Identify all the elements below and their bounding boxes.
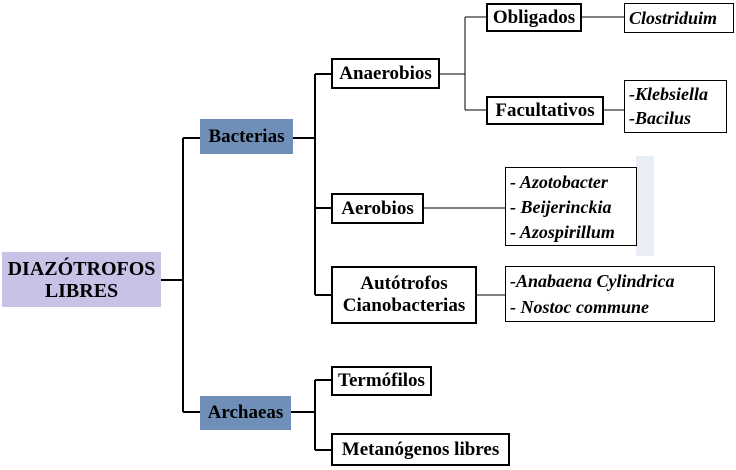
node-autotrofos-cianobacterias: Autótrofos Cianobacterias (331, 266, 477, 324)
species-prefix: - (510, 222, 516, 242)
autotrofos-line-2: Cianobacterias (342, 295, 466, 316)
node-obligados: Obligados (486, 3, 582, 32)
species-clostriduim: Clostriduim (629, 8, 718, 28)
root-node-diazotrofos-libres: DIAZÓTROFOS LIBRES (2, 252, 161, 307)
metanogenos-label: Metanógenos libres (341, 438, 500, 460)
aerobios-species-tint (636, 156, 654, 256)
species-klebsiella: Klebsiella (635, 84, 708, 104)
archaeas-label: Archaeas (207, 402, 284, 423)
aerobios-label: Aerobios (341, 197, 414, 219)
species-bacilus: Bacilus (635, 108, 692, 128)
node-facultativos: Facultativos (486, 96, 604, 125)
species-row: -Bacilus (629, 106, 726, 130)
species-azotobacter: Azotobacter (519, 172, 608, 192)
species-anabaena-cylindrica: Anabaena Cylindrica (516, 271, 675, 291)
species-prefix: - (510, 271, 516, 291)
species-prefix: - (510, 197, 516, 217)
species-row: -Anabaena Cylindrica (510, 268, 714, 294)
species-row: - Azotobacter (510, 170, 636, 195)
node-archaeas: Archaeas (200, 396, 291, 430)
node-metanogenos-libres: Metanógenos libres (331, 433, 510, 466)
termofilos-label: Termófilos (338, 370, 425, 391)
root-line-1: DIAZÓTROFOS (7, 257, 156, 280)
root-line-2: LIBRES (44, 279, 119, 302)
species-box-cianobacterias: -Anabaena Cylindrica - Nostoc commune (505, 266, 715, 322)
facultativos-label: Facultativos (495, 99, 595, 121)
species-prefix: - (629, 108, 635, 128)
species-row: - Azospirillum (510, 220, 636, 245)
anaerobios-label: Anaerobios (339, 62, 432, 84)
species-box-clostriduim: Clostriduim (624, 3, 734, 33)
node-anaerobios: Anaerobios (331, 58, 440, 89)
bacterias-label: Bacterias (208, 125, 285, 147)
species-azospirillum: Azospirillum (519, 222, 615, 242)
node-bacterias: Bacterias (200, 119, 293, 154)
species-nostoc-commune: Nostoc commune (520, 297, 650, 317)
species-prefix: - (510, 172, 516, 192)
node-aerobios: Aerobios (331, 193, 424, 224)
node-termofilos: Termófilos (331, 366, 432, 396)
species-row: - Beijerinckia (510, 195, 636, 220)
autotrofos-line-1: Autótrofos (360, 273, 448, 294)
species-prefix: - (510, 297, 516, 317)
species-box-facultativos: -Klebsiella -Bacilus (624, 80, 727, 133)
species-beijerinckia: Beijerinckia (520, 197, 612, 217)
obligados-label: Obligados (492, 6, 576, 28)
species-row: -Klebsiella (629, 82, 726, 106)
species-prefix: - (629, 84, 635, 104)
species-row: - Nostoc commune (510, 294, 714, 320)
species-box-aerobios: - Azotobacter - Beijerinckia - Azospiril… (505, 167, 637, 246)
